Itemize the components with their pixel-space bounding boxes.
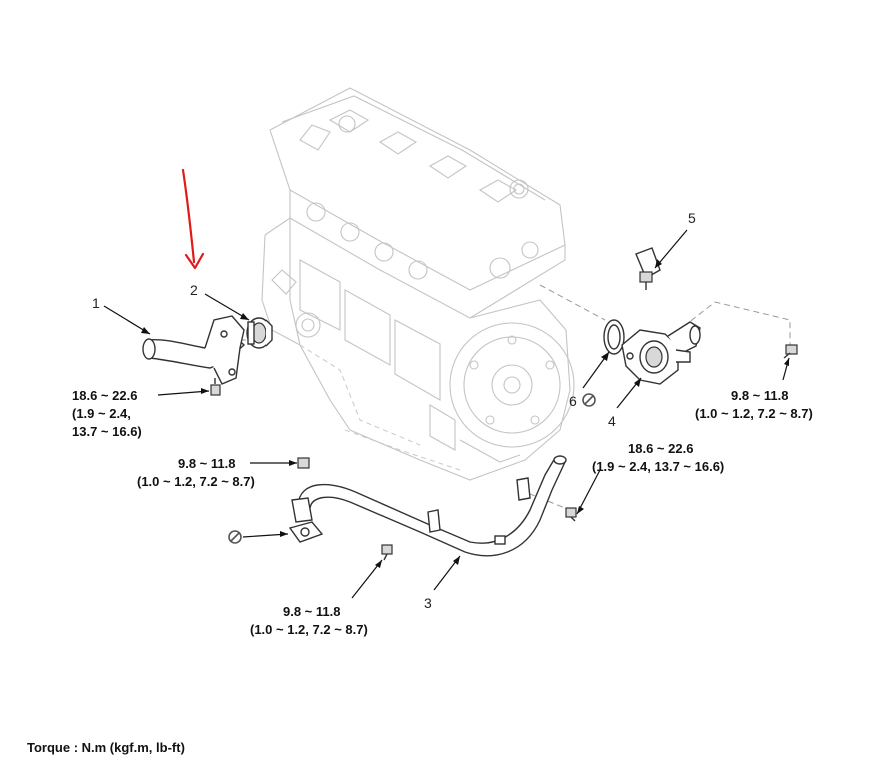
water-pipe (291, 455, 567, 557)
torque-pipe-right-line1: 18.6 ~ 22.6 (628, 441, 693, 456)
torque-outlet-line1: 9.8 ~ 11.8 (731, 388, 788, 403)
bolt-inlet (210, 378, 221, 396)
callout-3: 3 (424, 595, 432, 611)
callout-5: 5 (688, 210, 696, 226)
torque-pipe-flange-line2: (1.0 ~ 1.2, 7.2 ~ 8.7) (137, 474, 255, 489)
torque-inlet-line1: 18.6 ~ 22.6 (72, 388, 137, 403)
circle-slash-icon (582, 393, 596, 407)
circle-slash-icon (228, 530, 242, 544)
leader-arrows (103, 229, 790, 599)
torque-pipe-bottom-line1: 9.8 ~ 11.8 (283, 604, 340, 619)
bolt-outlet-right (783, 344, 798, 359)
bolt-pipe-right (565, 507, 577, 522)
torque-inlet-line3: 13.7 ~ 16.6) (72, 424, 142, 439)
bolt-pipe-bottom (381, 544, 393, 561)
callout-6: 6 (569, 393, 577, 409)
coolant-temperature-sensor (635, 247, 661, 290)
thermostat (246, 317, 273, 349)
torque-units-note: Torque : N.m (kgf.m, lb-ft) (27, 740, 185, 755)
torque-outlet-line2: (1.0 ~ 1.2, 7.2 ~ 8.7) (695, 406, 813, 421)
torque-inlet-line2: (1.9 ~ 2.4, (72, 406, 131, 421)
torque-pipe-flange-line1: 9.8 ~ 11.8 (178, 456, 235, 471)
red-annotation-arrow (181, 168, 205, 270)
assembly-guide-lines (240, 284, 791, 511)
torque-pipe-bottom-line2: (1.0 ~ 1.2, 7.2 ~ 8.7) (250, 622, 368, 637)
gasket-o-ring (603, 319, 625, 355)
engine-block-outline (261, 87, 575, 481)
torque-pipe-right-line2: (1.9 ~ 2.4, 13.7 ~ 16.6) (592, 459, 724, 474)
water-outlet-housing (621, 321, 701, 385)
nut-pipe-flange (297, 457, 310, 469)
callout-1: 1 (92, 295, 100, 311)
water-inlet-fitting (142, 315, 246, 385)
pipe-gasket (288, 521, 324, 543)
callout-2: 2 (190, 282, 198, 298)
callout-4: 4 (608, 413, 616, 429)
